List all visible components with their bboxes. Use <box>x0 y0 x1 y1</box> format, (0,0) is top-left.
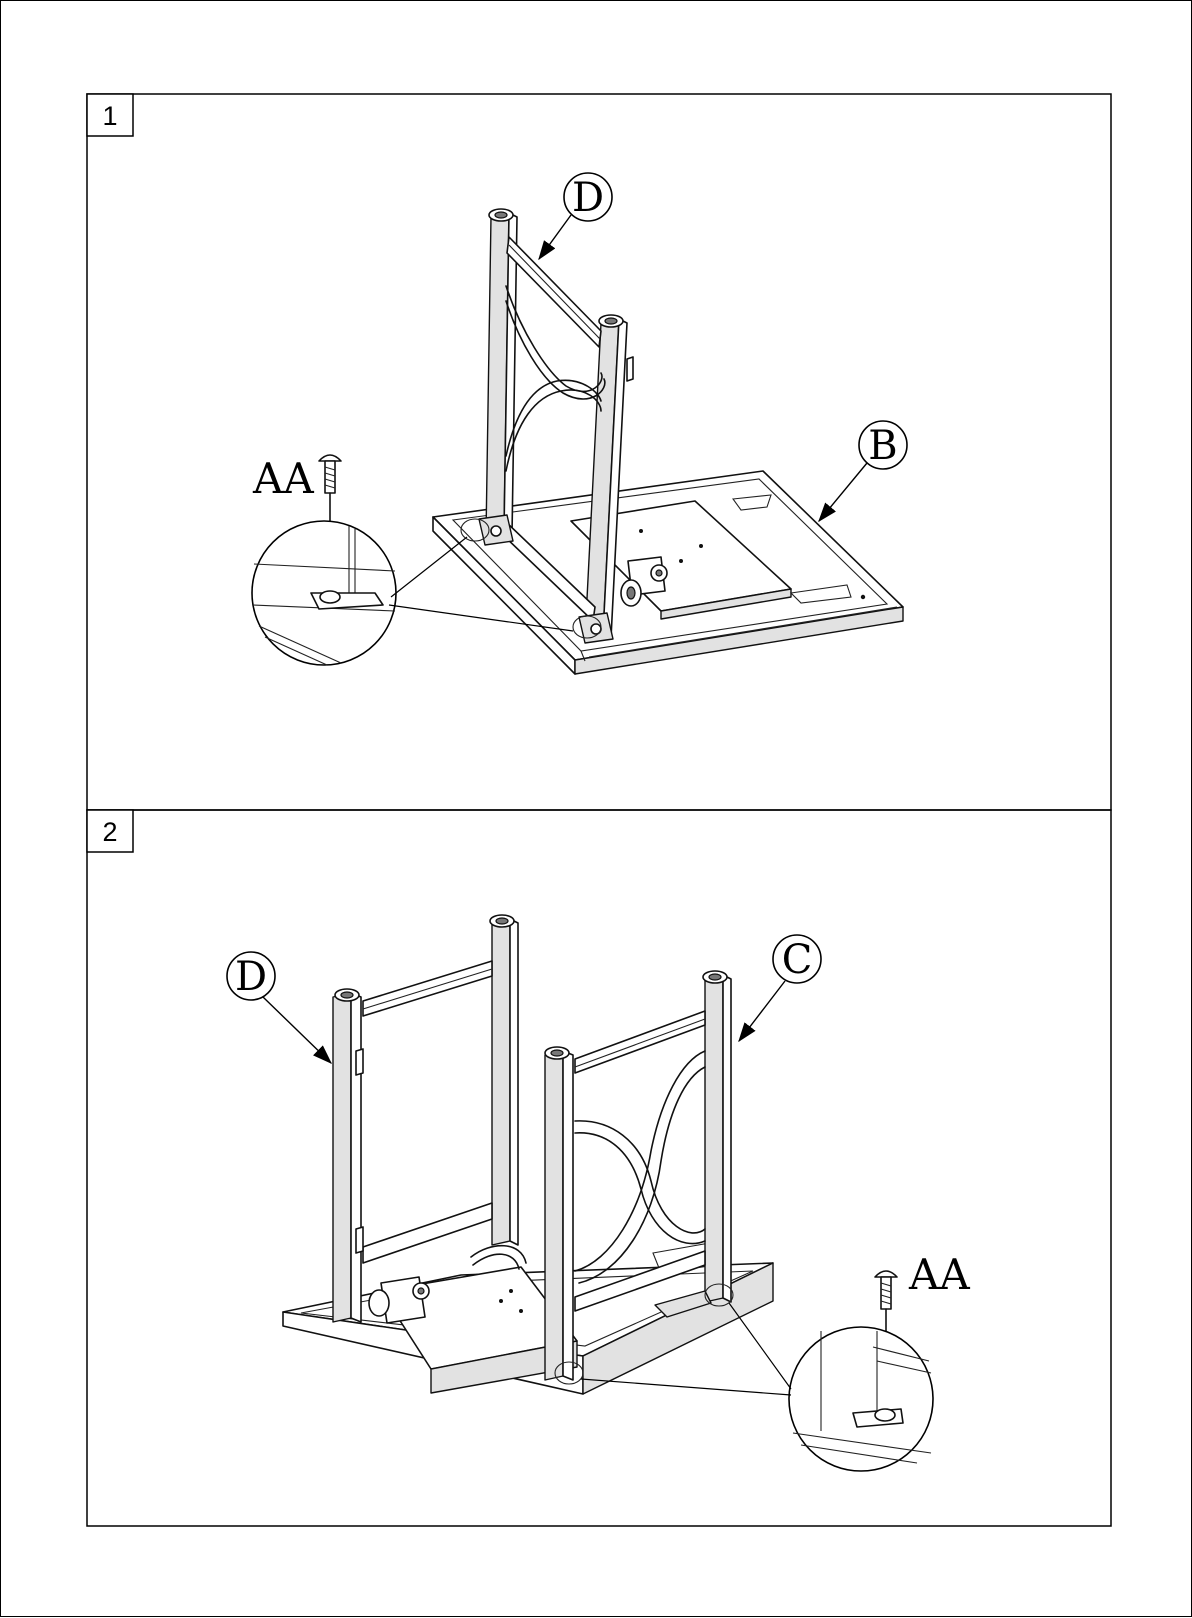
step-1-panel: 1 <box>87 94 1111 810</box>
hardware-aa-label: AA <box>252 454 314 503</box>
callout-b-label: B <box>868 423 897 469</box>
side-frame-d-2 <box>333 915 518 1322</box>
callout-d-label: D <box>572 175 604 221</box>
hardware-aa2-label: AA <box>908 1250 970 1299</box>
callout-d2-label: D <box>235 954 267 1000</box>
step-2-frame <box>87 810 1111 1526</box>
callout-d-step2: D <box>227 952 331 1063</box>
step-1-number: 1 <box>102 101 117 131</box>
callout-c-label: C <box>782 937 813 983</box>
step-2-panel: 2 <box>87 810 1111 1526</box>
callout-d-step1: D <box>539 173 612 259</box>
callout-b-step1: B <box>819 421 907 521</box>
callout-c-step2: C <box>739 935 821 1041</box>
step-2-number: 2 <box>102 817 117 847</box>
